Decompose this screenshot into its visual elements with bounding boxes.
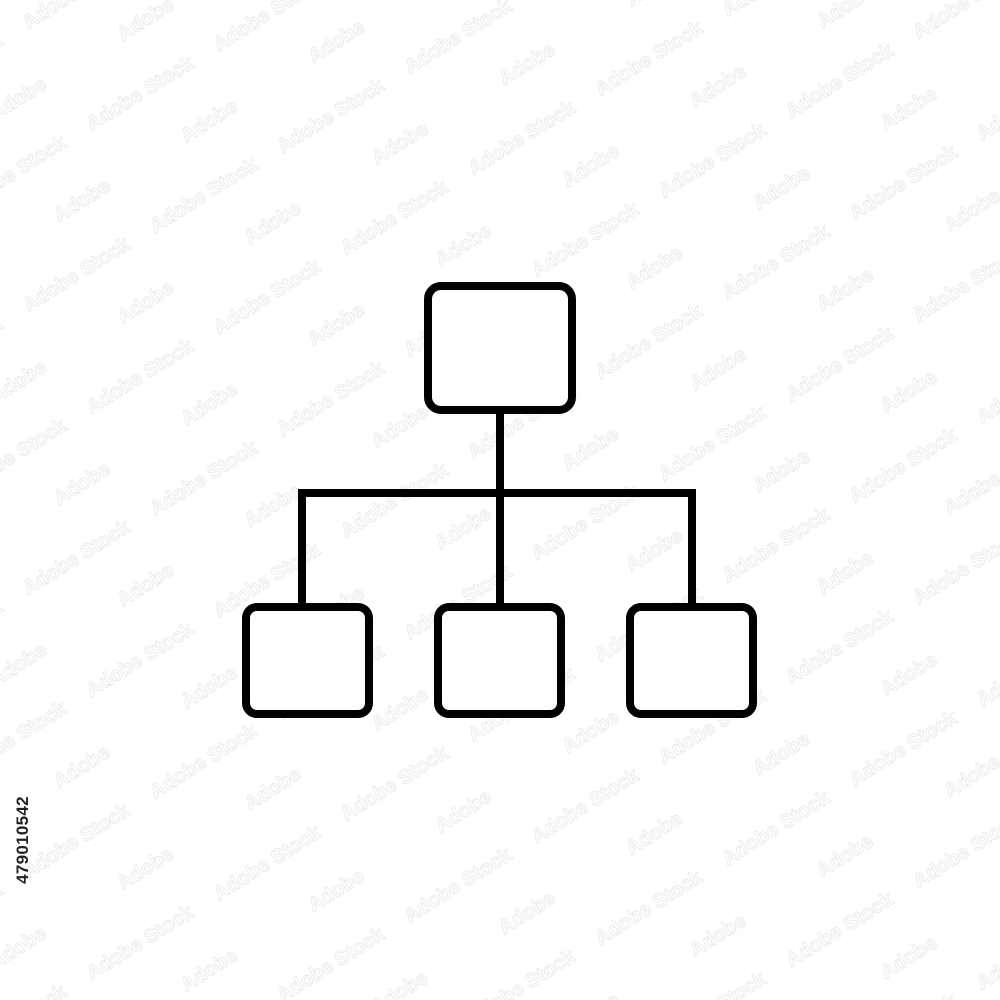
child-node-3 (626, 603, 757, 718)
root-node (424, 282, 576, 414)
connector-lines (298, 406, 696, 611)
stock-id-text: 479010542 (13, 796, 32, 884)
child-node-1 (242, 603, 373, 718)
child-node-2 (434, 603, 565, 718)
stock-id-label: 479010542 (10, 765, 36, 915)
node-boxes (242, 282, 757, 718)
